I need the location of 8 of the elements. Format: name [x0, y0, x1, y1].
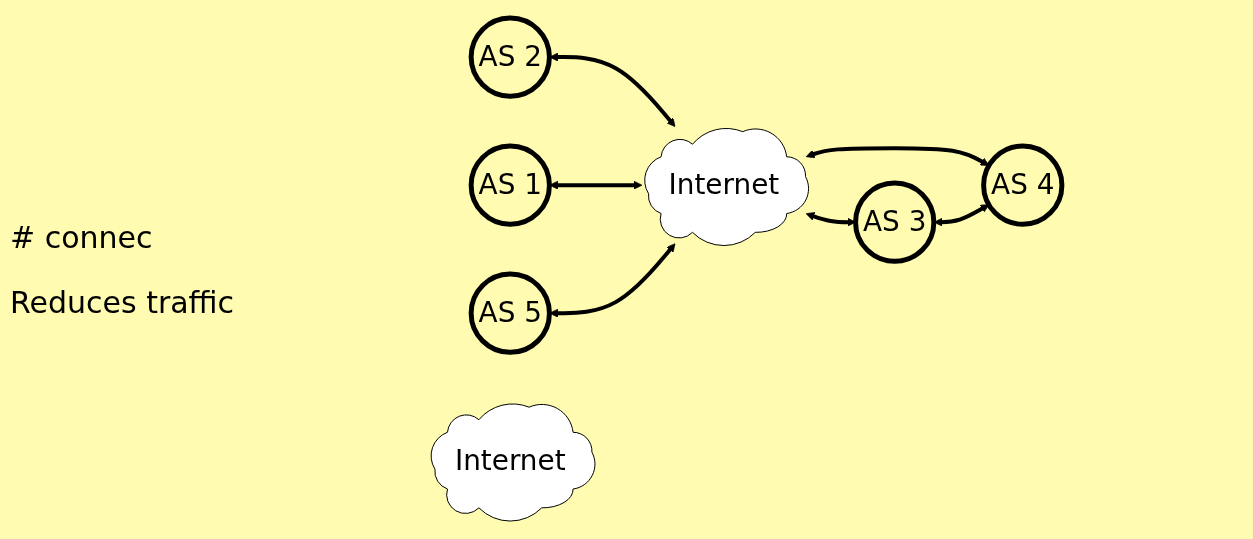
arrow — [805, 146, 990, 166]
node-circle: AS 4 — [981, 143, 1065, 227]
note-text: # connec — [10, 219, 154, 255]
node-circle: AS 3 — [853, 180, 937, 264]
node-circle: AS 1 — [468, 143, 552, 227]
node-circle: AS 2 — [468, 15, 552, 99]
node-circle: AS 5 — [468, 271, 552, 355]
note-text: Reduces traffic — [10, 284, 236, 320]
